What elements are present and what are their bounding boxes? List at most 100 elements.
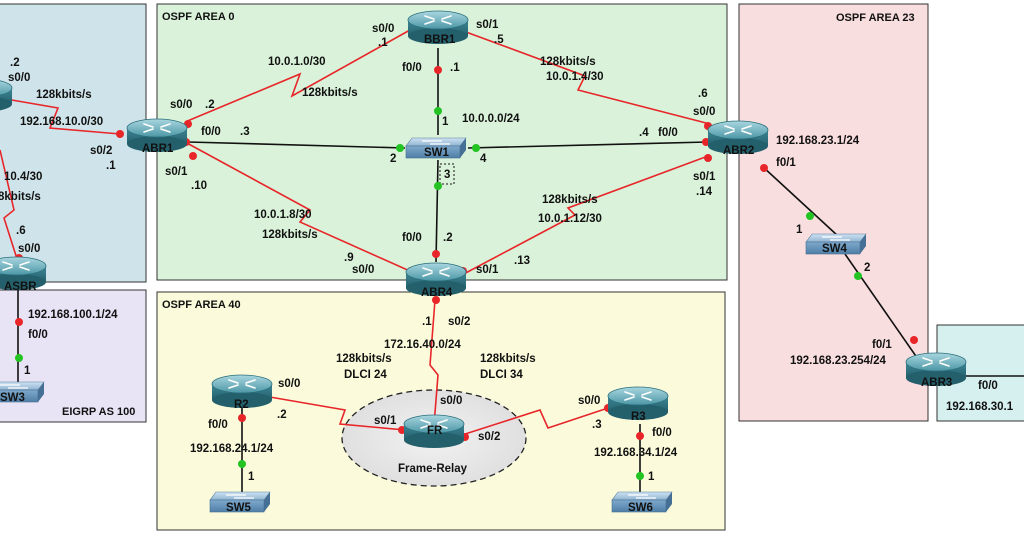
svg-text:s0/1: s0/1 (476, 264, 499, 276)
svg-text:.2: .2 (277, 409, 287, 421)
svg-text:s0/1: s0/1 (374, 415, 397, 427)
switch-sw1[interactable]: SW1 (405, 137, 467, 159)
svg-text:s0/2: s0/2 (448, 316, 470, 328)
router-abr2-label: ABR2 (723, 145, 754, 157)
router-abr1-label: ABR1 (142, 143, 174, 155)
svg-text:.1: .1 (106, 160, 116, 172)
svg-text:s0/0: s0/0 (170, 99, 192, 111)
router-asbr[interactable]: ASBR (0, 256, 47, 293)
svg-text:f0/0: f0/0 (402, 232, 422, 244)
switch-sw3-label: SW3 (0, 392, 25, 404)
svg-text:.6: .6 (698, 88, 708, 100)
svg-text:10.0.1.8/30: 10.0.1.8/30 (254, 209, 312, 221)
router-bbr1-label: BBR1 (424, 34, 456, 46)
switch-sw1-label: SW1 (424, 147, 450, 159)
svg-text:s0/0: s0/0 (578, 395, 600, 407)
svg-text:.2: .2 (205, 99, 215, 111)
svg-text:1: 1 (648, 471, 655, 483)
router-r3[interactable]: R3 (607, 386, 669, 423)
router-abr4-label: ABR4 (421, 287, 453, 299)
area23-title: OSPF AREA 23 (836, 12, 915, 24)
svg-text:2: 2 (390, 153, 396, 165)
router-abr4[interactable]: ABR4 (405, 262, 467, 299)
svg-text:s0/0: s0/0 (8, 72, 30, 84)
area0-title: OSPF AREA 0 (162, 11, 235, 23)
interface-labels: s0/0 .1 s0/1 .5 f0/0 .1 10.0.1.0/30 128k… (0, 19, 1014, 483)
svg-text:128kbits/s: 128kbits/s (302, 87, 358, 99)
svg-text:f0/0: f0/0 (28, 329, 48, 341)
svg-text:.2: .2 (443, 232, 453, 244)
svg-text:128kbits/s: 128kbits/s (336, 353, 392, 365)
svg-text:f0/0: f0/0 (208, 419, 228, 431)
svg-text:4: 4 (480, 153, 487, 165)
svg-text:.5: .5 (494, 34, 504, 46)
svg-text:1: 1 (796, 224, 803, 236)
router-abr3[interactable]: ABR3 (905, 352, 967, 389)
svg-text:s0/0: s0/0 (440, 395, 462, 407)
router-abr2[interactable]: ABR2 (707, 120, 769, 157)
svg-text:DLCI 24: DLCI 24 (344, 369, 387, 381)
svg-text:10.4/30: 10.4/30 (4, 171, 42, 183)
area23-box (738, 3, 929, 422)
svg-text:128kbits/s: 128kbits/s (540, 56, 596, 68)
switch-sw3[interactable]: SW3 (0, 381, 45, 404)
link-fr-r3 (461, 407, 609, 436)
svg-text:f0/0: f0/0 (978, 380, 998, 392)
svg-text:.13: .13 (514, 255, 530, 267)
svg-text:128kbits/s: 128kbits/s (480, 353, 536, 365)
sw1-port3-selection (439, 163, 455, 185)
svg-text:1: 1 (24, 365, 31, 377)
link-left-asbr (0, 149, 19, 263)
svg-text:192.168.23.1/24: 192.168.23.1/24 (776, 135, 860, 147)
switch-sw6-label: SW6 (628, 502, 653, 514)
svg-text:10.0.1.4/30: 10.0.1.4/30 (546, 71, 604, 83)
switch-sw5[interactable]: SW5 (209, 491, 271, 514)
link-r2-fr (263, 395, 406, 431)
router-r2[interactable]: R2 (211, 374, 273, 411)
router-abr1[interactable]: ABR1 (126, 118, 188, 155)
svg-text:192.168.24.1/24: 192.168.24.1/24 (190, 443, 274, 455)
svg-text:s0/0: s0/0 (372, 23, 394, 35)
link-abr2-sw4 (761, 165, 839, 237)
svg-text:192.168.10.0/30: 192.168.10.0/30 (20, 116, 103, 128)
svg-text:DLCI 34: DLCI 34 (480, 369, 523, 381)
svg-text:s0/0: s0/0 (352, 264, 374, 276)
svg-text:.6: .6 (16, 225, 26, 237)
router-r2-label: R2 (234, 399, 249, 411)
router-fr[interactable]: FR (403, 414, 465, 449)
router-bbr1[interactable]: BBR1 (407, 10, 469, 46)
svg-text:s0/1: s0/1 (165, 166, 188, 178)
link-abr4-abr2 (459, 155, 709, 277)
router-asbr-label: ASBR (4, 281, 37, 293)
link-sw4-abr3 (844, 253, 921, 363)
link-abr1-abr4 (184, 141, 413, 273)
svg-text:128kbits/s: 128kbits/s (36, 89, 92, 101)
router-fr-label: FR (427, 425, 443, 437)
svg-text:192.168.23.254/24: 192.168.23.254/24 (790, 355, 887, 367)
svg-text:s0/0: s0/0 (693, 106, 715, 118)
svg-text:192.168.34.1/24: 192.168.34.1/24 (594, 447, 678, 459)
svg-text:f0/1: f0/1 (776, 157, 796, 169)
svg-text:s0/2: s0/2 (90, 145, 112, 157)
svg-text:f0/0: f0/0 (402, 62, 422, 74)
svg-text:f0/0: f0/0 (201, 126, 221, 138)
svg-text:1: 1 (442, 116, 449, 128)
link-abr1-sw1 (187, 141, 406, 149)
switch-sw4-label: SW4 (822, 243, 848, 255)
eigrp-title: EIGRP AS 100 (62, 406, 135, 418)
svg-text:.3: .3 (592, 419, 602, 431)
svg-text:2: 2 (864, 262, 870, 274)
svg-text:.3: .3 (240, 126, 250, 138)
link-abr4-fr (429, 299, 439, 426)
switch-sw4[interactable]: SW4 (805, 233, 867, 255)
router-abr3-label: ABR3 (921, 377, 952, 389)
svg-text:s0/1: s0/1 (476, 19, 499, 31)
svg-text:.4: .4 (639, 127, 649, 139)
switch-sw6[interactable]: SW6 (611, 491, 673, 514)
switch-sw5-label: SW5 (226, 502, 252, 514)
svg-text:.9: .9 (344, 252, 354, 264)
frame-relay-label: Frame-Relay (398, 463, 468, 475)
svg-text:s0/0: s0/0 (278, 378, 300, 390)
